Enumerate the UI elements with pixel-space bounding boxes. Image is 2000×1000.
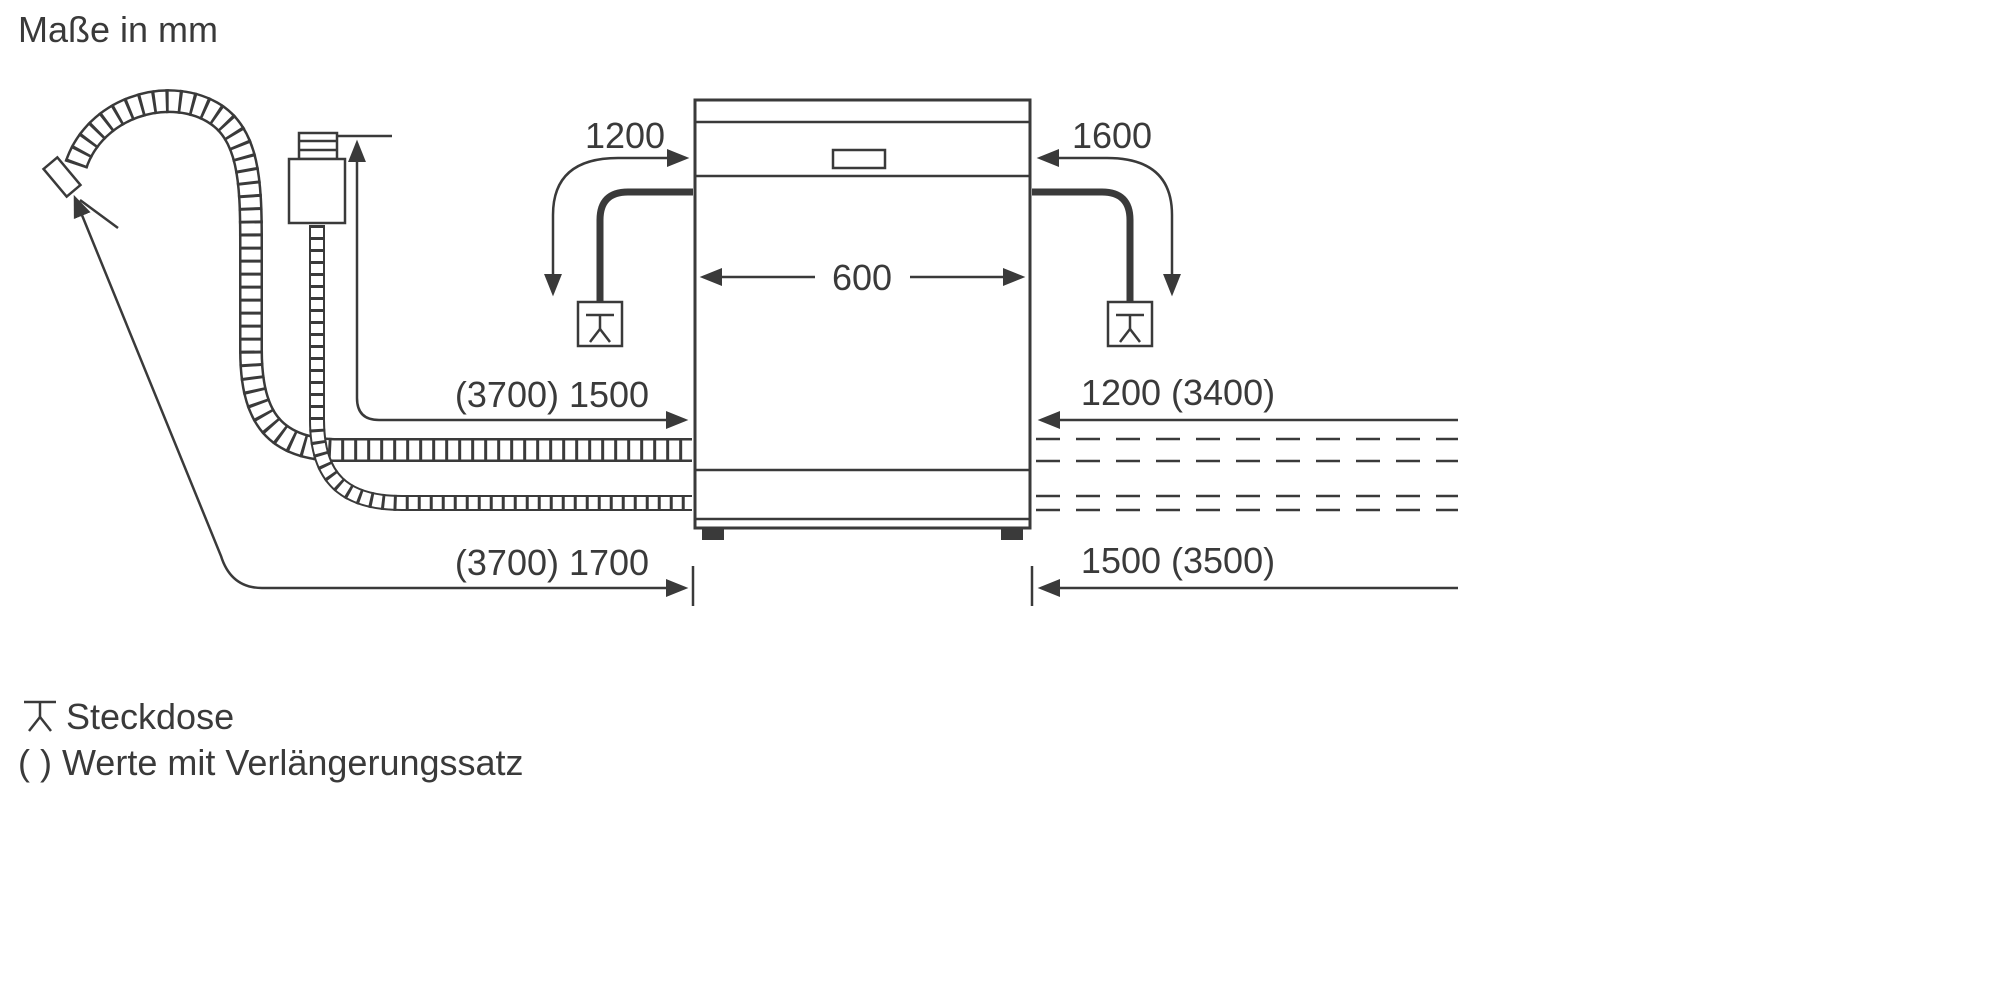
diagram-title: Maße in mm (18, 9, 218, 50)
appliance-outline (693, 98, 1032, 540)
drain-hose-spigot (41, 155, 83, 199)
hose-continuation-dashes (1036, 437, 1458, 512)
legend-socket-label: Steckdose (66, 696, 234, 737)
dimension-line-cable-right (1036, 149, 1181, 297)
hose-tip-leader-line (79, 198, 119, 230)
socket-icon-legend (24, 700, 56, 732)
drain-hose (64, 89, 692, 462)
socket-icon-left (576, 300, 624, 348)
dimension-label-supply-right: 1200 (3400) (1081, 372, 1275, 413)
dimension-label-supply-left: (3700) 1500 (455, 374, 649, 415)
aquastop-valve (287, 131, 347, 225)
dimension-line-supply-left (348, 139, 689, 429)
power-cable-left (596, 188, 693, 302)
dimension-label-drain-left: (3700) 1700 (455, 542, 649, 583)
dimension-label-drain-right: 1500 (3500) (1081, 540, 1275, 581)
socket-icon-right (1106, 300, 1154, 348)
appliance-foot-right (1001, 528, 1023, 540)
supply-hose (309, 225, 692, 511)
dimension-line-cable-left (544, 149, 690, 297)
display-window (831, 148, 887, 170)
dimension-label-width: 600 (832, 257, 892, 298)
dimension-label-cable-right: 1600 (1072, 115, 1152, 156)
legend-extension-note: ( ) Werte mit Verlängerungssatz (18, 742, 524, 783)
appliance-foot-left (702, 528, 724, 540)
dimension-line-drain-left (73, 194, 689, 597)
dimension-label-cable-left: 1200 (585, 115, 665, 156)
power-cable-right (1032, 188, 1134, 302)
